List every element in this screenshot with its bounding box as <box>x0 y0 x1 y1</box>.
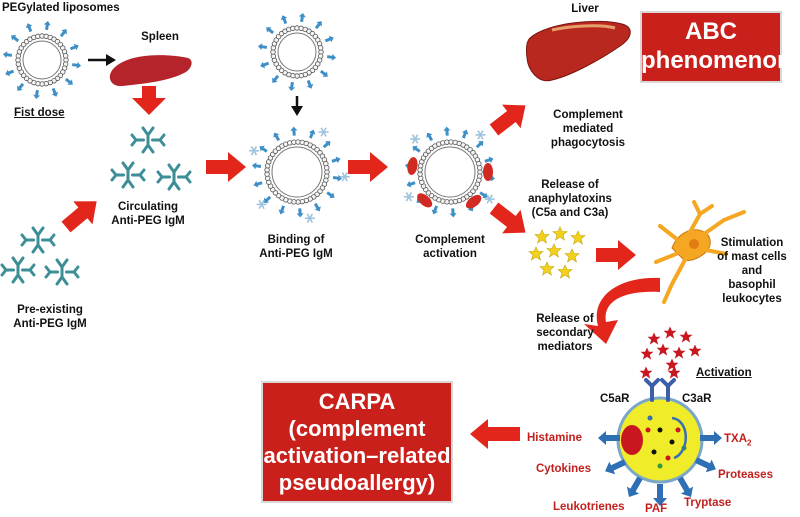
label-circulating-line2: Anti-PEG IgM <box>111 215 185 227</box>
label-paf: PAF <box>645 503 668 515</box>
arrow-circulating-to-binding <box>206 152 246 182</box>
label-txa2-text: TXA <box>724 433 747 445</box>
label-sec-line1: Release of <box>536 313 594 325</box>
label-binding-line2: Anti-PEG IgM <box>259 248 333 260</box>
spleen-icon <box>109 55 192 87</box>
label-phago-line1: Complement <box>553 109 623 121</box>
arrow-to-spleen <box>88 54 116 66</box>
label-release-ana-line1: Release of <box>541 179 599 191</box>
label-stim-line1: Stimulation <box>720 237 784 249</box>
label-liver: Liver <box>571 3 599 15</box>
carpa-text: CARPA (complement activation–related pse… <box>262 388 452 496</box>
abc-phenomenon-text: ABC phenomenon <box>641 17 792 75</box>
label-release-ana-line3: (C5a and C3a) <box>531 207 609 219</box>
liposome-complement <box>403 126 496 218</box>
arrow-to-mast-cell <box>596 240 636 270</box>
label-stimulation: Stimulation of mast cells and basophil l… <box>704 236 800 306</box>
label-preexisting-line2: Anti-PEG IgM <box>13 318 87 330</box>
liposome-injected <box>257 12 337 92</box>
label-complement-line2: activation <box>423 248 477 260</box>
label-leukotrienes: Leukotrienes <box>553 501 625 513</box>
label-tryptase: Tryptase <box>684 497 732 509</box>
label-stim-line2: of mast cells <box>717 251 787 263</box>
activated-mast-cell <box>616 366 704 484</box>
label-circulating-line1: Circulating <box>117 201 179 213</box>
label-stim-line5: leukocytes <box>722 293 782 305</box>
label-txa2: TXA2 <box>724 432 751 450</box>
preexisting-igm-icons <box>0 226 80 286</box>
label-binding-line1: Binding of <box>267 234 325 246</box>
secondary-mediator-icons <box>640 326 702 371</box>
label-release-ana-line2: anaphylatoxins <box>528 193 612 205</box>
anaphylatoxin-icons <box>528 226 586 279</box>
carpa-box <box>261 381 453 503</box>
label-cytokines: Cytokines <box>536 463 591 475</box>
arrow-to-carpa <box>470 419 520 449</box>
label-c5ar: C5aR <box>600 393 630 405</box>
label-phago-line3: phagocytosis <box>550 137 626 149</box>
abc-line1: ABC <box>685 18 737 45</box>
label-binding: Binding of Anti-PEG IgM <box>246 233 346 261</box>
label-preexisting-line1: Pre-existing <box>17 304 83 316</box>
arrow-binding-to-complement <box>348 152 388 182</box>
label-circulating: Circulating Anti-PEG IgM <box>98 200 198 228</box>
mast-cell-icon <box>654 200 746 304</box>
label-txa2-sub: 2 <box>747 438 752 448</box>
label-proteases: Proteases <box>718 469 773 481</box>
carpa-line2: (complement <box>288 416 426 441</box>
circulating-igm-icons <box>110 126 192 191</box>
arrow-down-binding <box>291 96 303 116</box>
label-histamine: Histamine <box>527 432 582 444</box>
label-c3ar: C3aR <box>682 393 712 405</box>
arrow-spleen-down <box>132 86 166 115</box>
carpa-line3: activation–related <box>263 443 451 468</box>
liver-icon <box>525 20 631 82</box>
label-phago-line2: mediated <box>562 123 614 135</box>
label-stim-line4: basophil <box>728 279 776 291</box>
label-secondary-mediators: Release of secondary mediators <box>522 312 608 354</box>
arrow-to-phagocytosis <box>484 93 535 142</box>
abc-phenomenon-box <box>640 11 782 83</box>
abc-line2: phenomenon <box>641 47 792 74</box>
label-first-dose: Fist dose <box>14 107 65 119</box>
carpa-line1: CARPA <box>318 389 396 414</box>
arrow-secondary-mediators <box>584 277 660 344</box>
label-sec-line2: secondary <box>536 327 594 339</box>
liposome-first-dose <box>2 20 82 100</box>
label-spleen: Spleen <box>141 31 179 43</box>
label-activation: Activation <box>696 367 752 379</box>
label-sec-line3: mediators <box>537 341 593 353</box>
label-phagocytosis: Complement mediated phagocytosis <box>538 108 638 150</box>
label-preexisting: Pre-existing Anti-PEG IgM <box>0 303 100 331</box>
label-pegylated-liposomes: PEGylated liposomes <box>2 2 120 14</box>
label-stim-line3: and <box>741 265 763 277</box>
carpa-line4: pseudoallergy) <box>278 470 436 495</box>
label-complement-line1: Complement <box>415 234 485 246</box>
label-complement-activation: Complement activation <box>400 233 500 261</box>
liposome-bound-igm <box>248 126 351 224</box>
label-release-anaphylatoxins: Release of anaphylatoxins (C5a and C3a) <box>520 178 620 220</box>
